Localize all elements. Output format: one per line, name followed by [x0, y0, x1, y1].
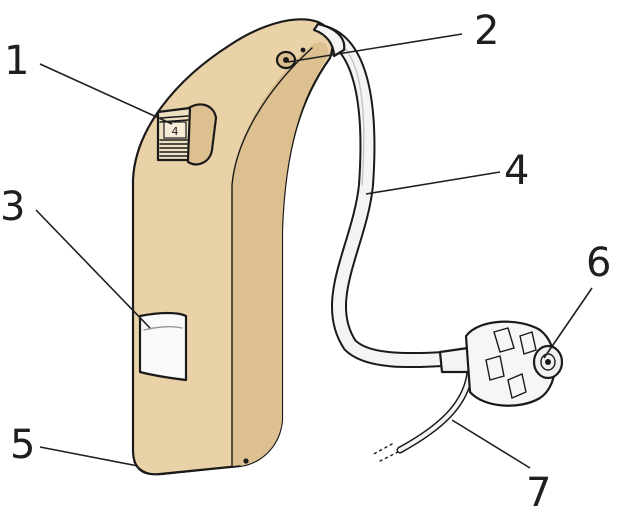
- callout-4: 4: [504, 148, 529, 194]
- ear-dome: [438, 320, 564, 407]
- volume-wheel: 4: [156, 103, 218, 166]
- device-side-face: [232, 42, 329, 467]
- top-screw: [300, 47, 306, 53]
- tube-connector: [312, 22, 346, 58]
- leader-5: [39, 446, 139, 467]
- leader-7: [451, 419, 531, 469]
- sound-tube: [312, 24, 473, 369]
- callout-3: 3: [0, 184, 25, 230]
- leader-4: [365, 171, 501, 195]
- leader-lines: [35, 33, 593, 469]
- retention-line: [371, 368, 474, 463]
- device-ridge: [231, 47, 313, 467]
- leader-6: [543, 287, 593, 359]
- leader-1: [39, 63, 173, 125]
- program-button: [138, 311, 188, 382]
- volume-wheel-label: 4: [172, 125, 179, 138]
- callout-7: 7: [526, 470, 551, 513]
- leader-2: [287, 33, 463, 63]
- callout-6: 6: [586, 240, 611, 286]
- callout-5: 5: [10, 422, 35, 468]
- callout-1: 1: [4, 38, 29, 84]
- hearing-aid-body: 4: [131, 18, 346, 476]
- microphone-opening: [275, 50, 297, 70]
- callout-labels: 1 2 3 4 5 6 7: [0, 8, 611, 513]
- bottom-screw: [243, 458, 249, 464]
- callout-2: 2: [474, 8, 499, 54]
- leader-3: [35, 209, 151, 329]
